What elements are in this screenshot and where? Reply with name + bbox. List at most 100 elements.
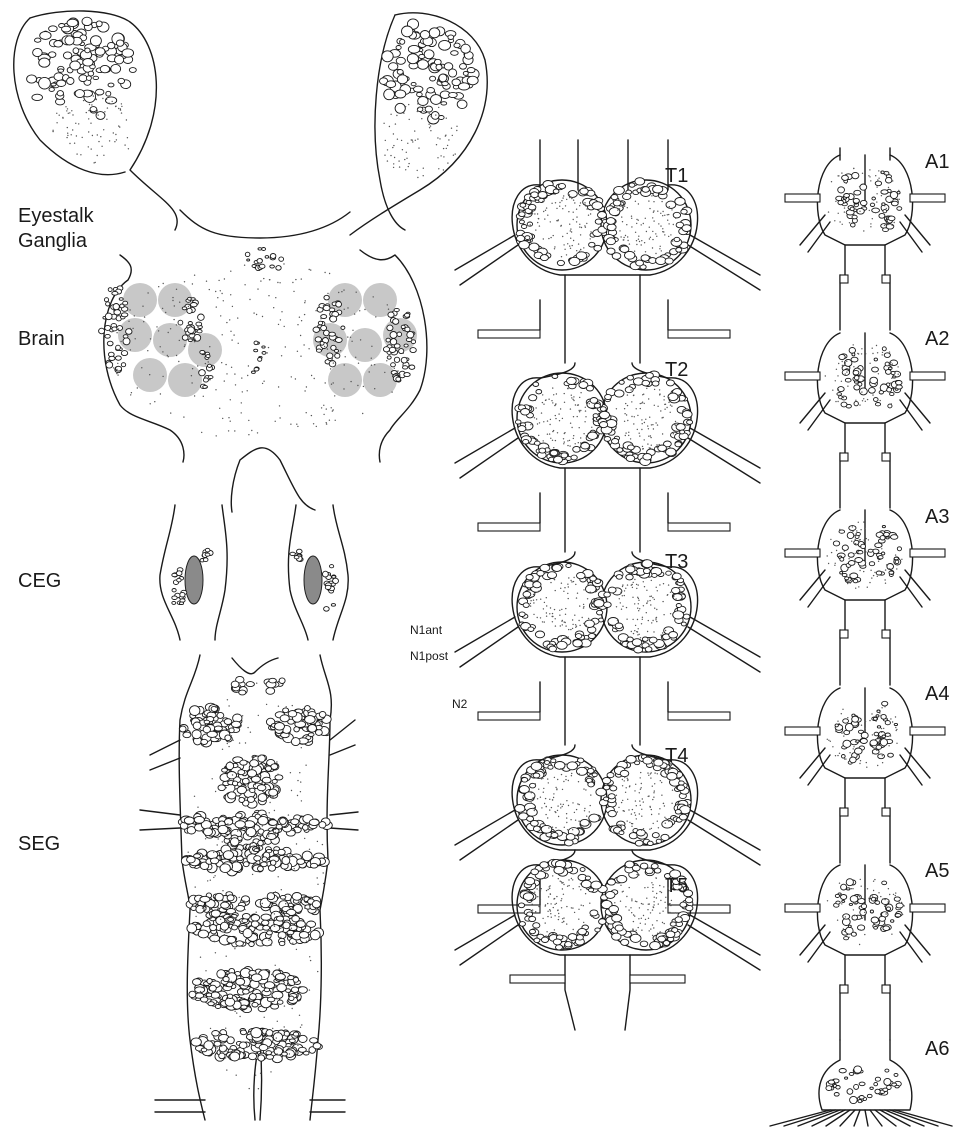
stipple-dot: [623, 203, 624, 204]
neuron-cell-body: [227, 994, 232, 998]
stipple-dot: [866, 538, 867, 539]
stipple-dot: [652, 935, 653, 936]
stipple-dot: [638, 927, 639, 928]
stipple-dot: [272, 796, 273, 797]
stipple-dot: [201, 987, 202, 988]
stipple-dot: [659, 885, 660, 886]
neuron-cell-body: [848, 553, 854, 558]
stipple-dot: [321, 407, 322, 408]
neuron-cell-body: [272, 779, 277, 783]
stipple-dot: [541, 778, 542, 779]
neuron-cell-body: [293, 1032, 298, 1036]
stipple-dot: [117, 363, 118, 364]
stipple-dot: [633, 633, 634, 634]
stipple-dot: [72, 114, 73, 115]
neuron-cell-body: [841, 884, 847, 890]
stipple-dot: [112, 101, 113, 102]
neuron-cell-body: [537, 571, 544, 577]
stipple-dot: [307, 829, 308, 830]
stipple-dot: [644, 242, 645, 243]
stipple-dot: [852, 531, 853, 532]
stipple-dot: [581, 905, 582, 906]
stipple-dot: [69, 112, 70, 113]
neuron-cell-body: [182, 335, 188, 340]
stipple-dot: [184, 344, 185, 345]
stipple-dot: [650, 912, 651, 913]
stipple-dot: [170, 328, 171, 329]
stipple-dot: [564, 827, 565, 828]
stipple-dot: [573, 438, 574, 439]
stipple-dot: [670, 905, 671, 906]
stipple-dot: [642, 617, 643, 618]
stipple-dot: [201, 432, 202, 433]
stipple-dot: [862, 173, 863, 174]
stipple-dot: [622, 586, 623, 587]
neuron-cell-body: [608, 587, 616, 593]
neuron-cell-body: [581, 443, 590, 449]
neuron-cell-body: [836, 1086, 840, 1090]
stipple-dot: [659, 913, 660, 914]
neuron-cell-body: [518, 903, 524, 908]
neuron-cell-body: [520, 203, 526, 207]
stipple-dot: [649, 930, 650, 931]
stipple-dot: [557, 779, 558, 780]
neuron-cell-body: [292, 893, 302, 901]
neuron-cell-body: [835, 894, 839, 897]
stipple-dot: [568, 586, 569, 587]
neuron-cell-body: [595, 219, 602, 224]
neuron-cell-body: [612, 933, 621, 940]
stipple-dot: [536, 418, 537, 419]
neuron-cell-body: [239, 797, 245, 802]
stipple-dot: [452, 135, 453, 136]
neuron-cell-body: [875, 403, 880, 406]
neuron-cell-body: [650, 942, 661, 950]
neuron-cell-body: [533, 382, 539, 386]
neuron-cell-body: [265, 256, 269, 259]
stipple-dot: [556, 393, 557, 394]
stipple-dot: [861, 886, 862, 887]
stipple-dot: [625, 403, 626, 404]
stipple-dot: [570, 408, 571, 409]
stipple-dot: [882, 352, 883, 353]
stipple-dot: [574, 812, 575, 813]
neuron-cell-body: [319, 822, 326, 828]
stipple-dot: [267, 352, 268, 353]
stipple-dot: [174, 305, 175, 306]
stipple-dot: [581, 227, 582, 228]
neuron-cell-body: [850, 896, 858, 903]
stipple-dot: [898, 374, 899, 375]
stipple-dot: [188, 852, 189, 853]
neuron-cell-body: [874, 358, 877, 361]
stipple-dot: [248, 365, 249, 366]
neuron-cell-body: [526, 575, 533, 580]
stipple-dot: [645, 419, 646, 420]
stipple-dot: [880, 715, 881, 716]
stipple-dot: [569, 445, 570, 446]
stipple-dot: [580, 437, 581, 438]
stipple-dot: [531, 596, 532, 597]
stipple-dot: [447, 145, 448, 146]
neuron-cell-body: [635, 178, 645, 185]
stipple-dot: [355, 357, 356, 358]
stipple-dot: [853, 909, 854, 910]
neuron-cell-body: [99, 328, 105, 334]
stipple-dot: [435, 114, 436, 115]
stipple-dot: [550, 221, 551, 222]
stipple-dot: [828, 211, 829, 212]
stipple-dot: [847, 583, 848, 584]
stipple-dot: [566, 817, 567, 818]
stipple-dot: [552, 440, 553, 441]
stipple-dot: [268, 295, 269, 296]
stipple-dot: [530, 600, 531, 601]
stipple-dot: [555, 787, 556, 788]
stipple-dot: [830, 539, 831, 540]
stipple-dot: [652, 247, 653, 248]
stipple-dot: [536, 888, 537, 889]
neuron-cell-body: [580, 819, 589, 826]
neuron-cell-body: [573, 446, 581, 452]
neuron-cell-body: [626, 455, 635, 461]
stipple-dot: [575, 443, 576, 444]
stipple-dot: [97, 155, 98, 156]
stipple-dot: [619, 230, 620, 231]
stipple-dot: [279, 908, 280, 909]
